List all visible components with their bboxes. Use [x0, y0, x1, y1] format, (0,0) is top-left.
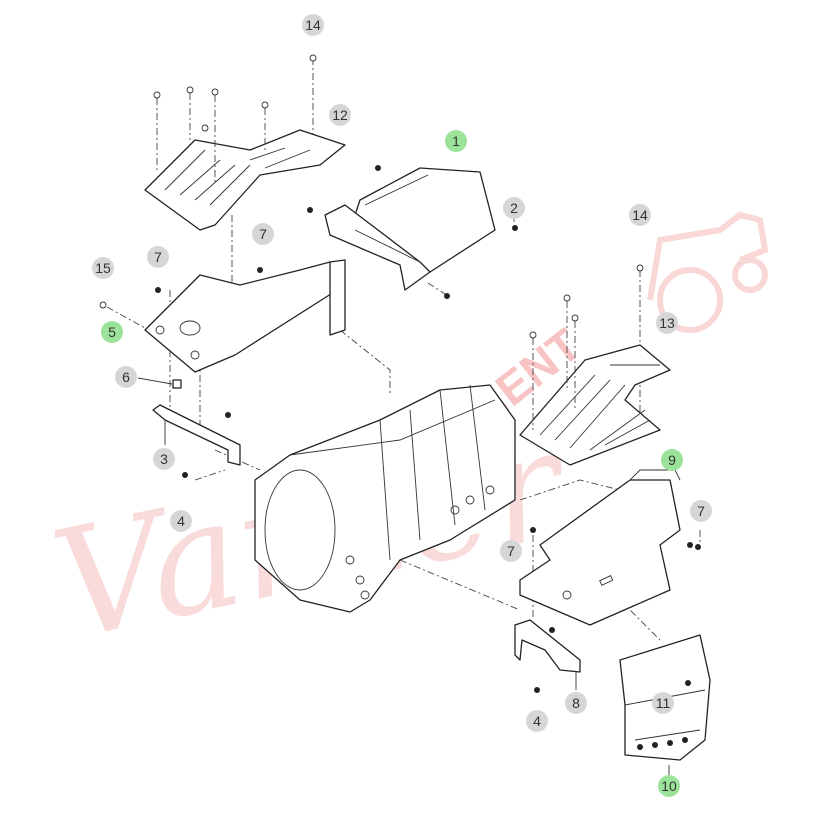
callout-3[interactable]: 3 — [153, 448, 175, 470]
callout-8[interactable]: 8 — [565, 692, 587, 714]
svg-text:1: 1 — [452, 133, 460, 149]
svg-text:7: 7 — [507, 543, 515, 559]
transmission-housing — [254, 384, 516, 613]
svg-text:7: 7 — [697, 503, 705, 519]
callout-9[interactable]: 9 — [661, 449, 683, 471]
svg-text:11: 11 — [656, 695, 671, 711]
svg-text:14: 14 — [632, 207, 648, 223]
part-6-plate — [137, 377, 182, 389]
callout-7b[interactable]: 7 — [252, 223, 274, 245]
svg-text:10: 10 — [661, 778, 677, 794]
svg-text:7: 7 — [154, 249, 162, 265]
callout-7a[interactable]: 7 — [147, 246, 169, 268]
part-3-bracket — [152, 404, 241, 478]
callout-4a[interactable]: 4 — [170, 510, 192, 532]
svg-text:12: 12 — [332, 107, 348, 123]
svg-text:9: 9 — [668, 452, 676, 468]
svg-text:6: 6 — [122, 369, 130, 385]
callout-11[interactable]: 11 — [652, 692, 674, 714]
callout-2[interactable]: 2 — [503, 197, 525, 219]
part-8-bracket — [514, 619, 581, 693]
callout-10[interactable]: 10 — [658, 775, 680, 797]
svg-text:15: 15 — [95, 260, 111, 276]
callout-7c[interactable]: 7 — [690, 500, 712, 522]
bolts-14 — [153, 54, 317, 185]
callout-5[interactable]: 5 — [101, 321, 123, 343]
callouts: 14 12 1 2 14 13 7 7 15 5 6 3 4 9 7 7 8 4… — [92, 14, 712, 797]
svg-text:4: 4 — [177, 513, 185, 529]
part-1-cover — [307, 165, 518, 299]
callout-1[interactable]: 1 — [445, 130, 467, 152]
part-12-floor-plate — [144, 54, 346, 231]
callout-12[interactable]: 12 — [329, 104, 351, 126]
svg-text:3: 3 — [160, 451, 168, 467]
part-5-bracket — [99, 259, 346, 373]
svg-text:13: 13 — [659, 315, 675, 331]
part-13-floor-plate — [519, 264, 671, 466]
part-9-bracket — [519, 469, 701, 626]
callout-6[interactable]: 6 — [115, 366, 137, 388]
svg-text:7: 7 — [259, 226, 267, 242]
callout-4b[interactable]: 4 — [526, 710, 548, 732]
callout-14[interactable]: 14 — [302, 14, 324, 36]
svg-text:5: 5 — [108, 324, 116, 340]
callout-14b[interactable]: 14 — [629, 204, 651, 226]
tractor-logo-icon — [647, 211, 769, 333]
callout-13[interactable]: 13 — [656, 312, 678, 334]
svg-text:14: 14 — [305, 17, 321, 33]
callout-15[interactable]: 15 — [92, 257, 114, 279]
callout-7d[interactable]: 7 — [500, 540, 522, 562]
svg-text:2: 2 — [510, 200, 518, 216]
svg-text:8: 8 — [572, 695, 580, 711]
svg-text:4: 4 — [533, 713, 541, 729]
